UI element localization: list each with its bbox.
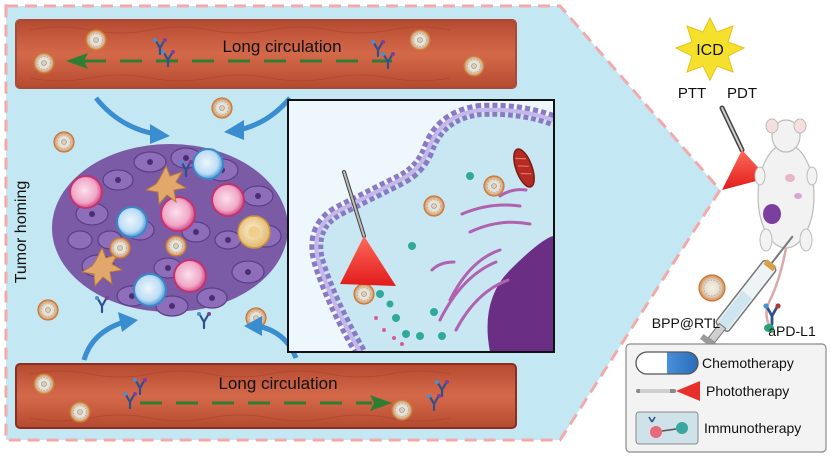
icd-star [674, 16, 746, 82]
bottom-vessel-label: Long circulation [218, 374, 337, 393]
nanoparticle [463, 55, 485, 77]
beige-macrophage [237, 215, 271, 249]
nanoparticle [353, 283, 375, 305]
nanoparticle [409, 29, 431, 51]
icd-label: ICD [696, 42, 724, 59]
apd-l1-label: aPD-L1 [768, 323, 816, 339]
bottom-blood-vessel [15, 363, 517, 429]
nanoparticle [109, 237, 131, 259]
capsule-icon [635, 351, 699, 375]
mouse [754, 118, 818, 331]
endoplasmic-reticulum [430, 188, 532, 332]
laser-beam [340, 236, 396, 286]
extravasation-arrow [94, 96, 157, 137]
nanoparticle [165, 235, 187, 257]
nucleus [487, 236, 553, 351]
nanoparticle [33, 52, 55, 74]
laser-fiber [340, 170, 396, 286]
top-blood-vessel [15, 19, 517, 89]
apd-l1-antibody [763, 303, 781, 332]
nanoparticle [211, 97, 233, 119]
ptt-label: PTT [678, 85, 706, 102]
released-drug [376, 172, 474, 340]
extravasation-arrow [257, 323, 299, 359]
nanoparticle [53, 131, 75, 153]
antibody-icon [635, 411, 699, 445]
extravasation-arrow [81, 319, 125, 361]
nanoparticle [483, 175, 505, 197]
extravasation-arrow-head [118, 312, 138, 332]
mitochondrion [513, 148, 535, 188]
syringe [699, 235, 794, 352]
nanoparticle [37, 299, 59, 321]
tumor-homing-label: Tumor homing [13, 181, 30, 284]
pink-t-cell [173, 259, 207, 293]
blue-immune-cell [192, 148, 224, 180]
pink-t-cell [211, 183, 245, 217]
zoomed-cell-panel [287, 99, 555, 353]
pink-t-cell [160, 196, 196, 232]
top-flow-arrow [66, 53, 392, 69]
bottom-flow-arrow [140, 395, 392, 411]
pdt-label: PDT [727, 85, 757, 102]
dendritic-cell [144, 164, 188, 206]
legend-label: Phototherapy [706, 383, 789, 399]
extravasation-arrow-head [150, 124, 170, 144]
blue-immune-cell [133, 273, 167, 307]
bpp-rtl-nanoparticle [698, 274, 726, 302]
legend-label: Chemotherapy [702, 355, 794, 371]
nanoparticle [85, 29, 107, 51]
legend-label: Immunotherapy [704, 420, 801, 436]
tumor-site [763, 204, 781, 224]
legend: Chemotherapy Phototherapy Immunotherapy [625, 343, 827, 453]
extravasation-arrow-head [224, 120, 244, 140]
nanoparticle [69, 401, 91, 423]
blue-immune-cell [116, 206, 148, 238]
nanoparticle [391, 399, 413, 421]
pink-t-cell [69, 175, 103, 209]
extravasation-arrow-head [244, 316, 262, 336]
nanoparticle [33, 373, 55, 395]
bpp-rtl-label: BPP@RTL [652, 315, 721, 331]
nanoparticle [423, 195, 445, 217]
top-vessel-label: Long circulation [222, 37, 341, 56]
laser-icon [636, 381, 700, 401]
dendritic-cell [80, 246, 124, 288]
